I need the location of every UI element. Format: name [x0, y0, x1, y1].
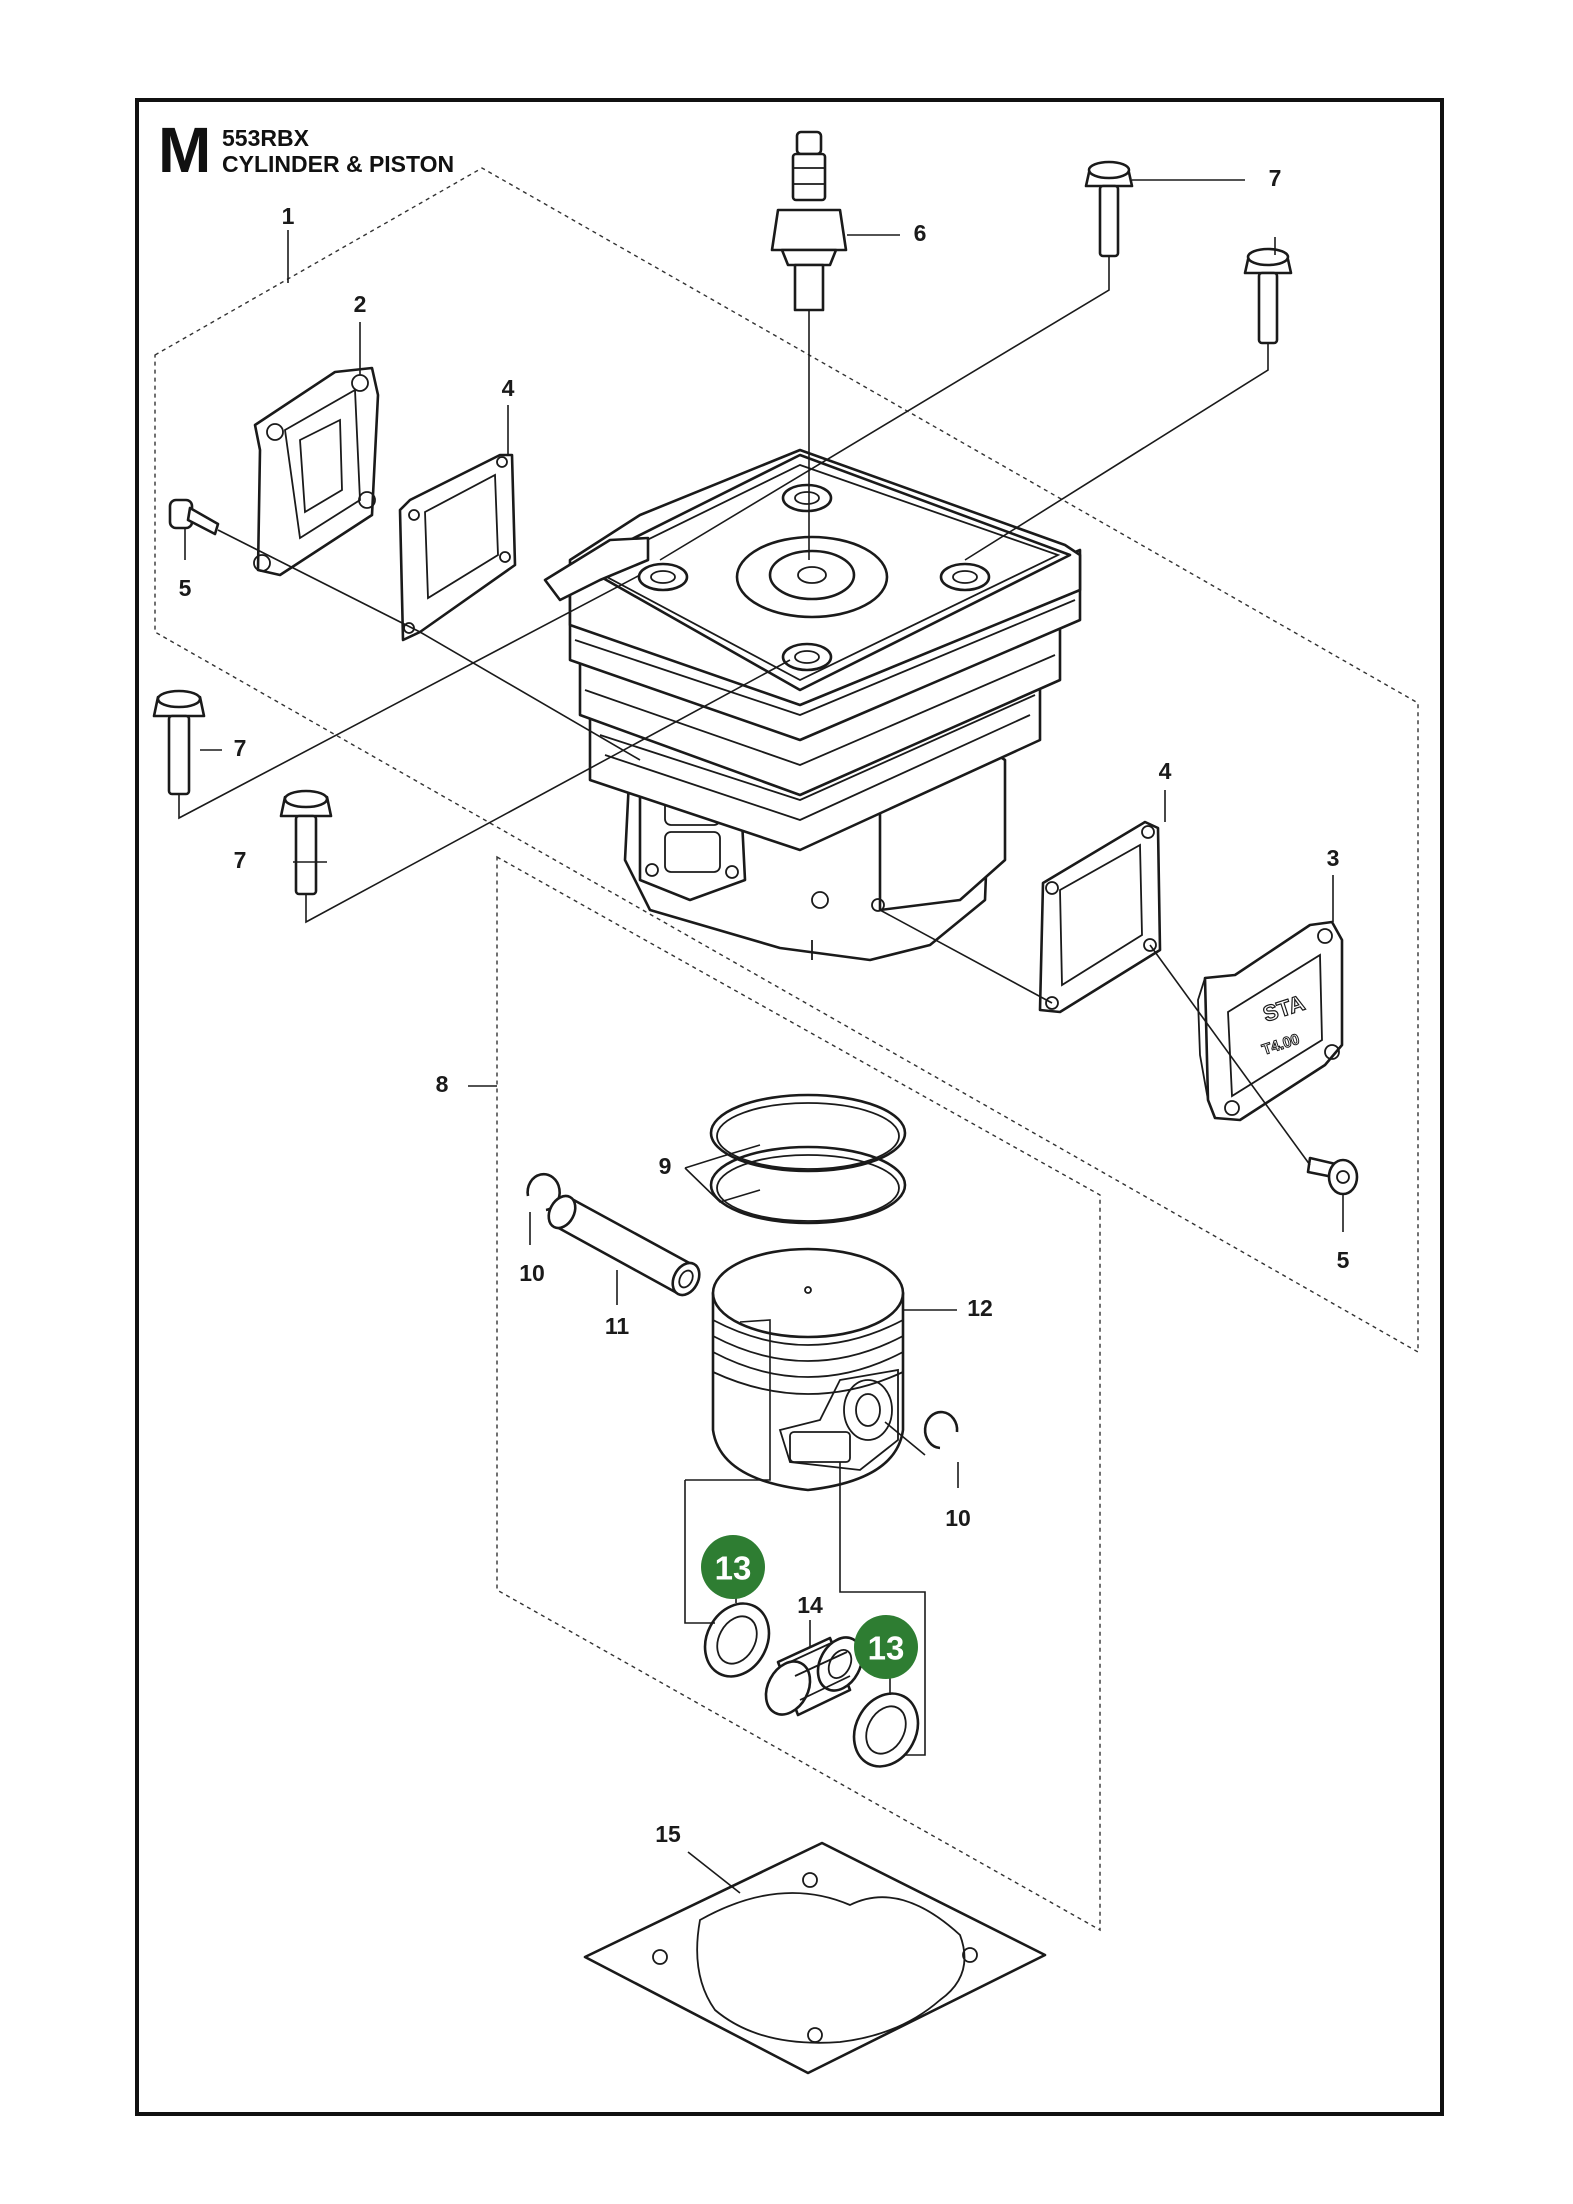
diagram-title: CYLINDER & PISTON [222, 151, 454, 177]
spark-plug-part-6 [770, 130, 848, 560]
callout-4-exhaust[interactable]: 4 [1159, 758, 1172, 784]
page-frame [135, 98, 1444, 2116]
screw-part-5-right [1306, 1156, 1359, 1196]
group-outline-cylinder-kit [154, 167, 1419, 1354]
badge-13-left-circle [701, 1535, 765, 1599]
callout-6[interactable]: 6 [914, 220, 927, 246]
callout-11[interactable]: 11 [605, 1313, 630, 1339]
group-outline-piston-kit [496, 855, 1101, 1932]
callout-14[interactable]: 14 [797, 1592, 823, 1618]
callout-4-intake[interactable]: 4 [502, 375, 515, 401]
piston-rings-part-9 [709, 1093, 907, 1225]
thrust-washer-part-13-left [703, 1602, 771, 1678]
screw-part-5-left [168, 498, 220, 536]
callout-10-left[interactable]: 10 [519, 1260, 545, 1286]
callout-5-left[interactable]: 5 [179, 575, 192, 601]
piston-pin-part-11 [547, 1194, 701, 1297]
callout-8[interactable]: 8 [436, 1071, 449, 1097]
needle-bearing-part-14 [764, 1636, 864, 1717]
callout-5-right[interactable]: 5 [1337, 1247, 1350, 1273]
screw-part-7-left-a [152, 689, 206, 796]
badge-13-right[interactable]: 13 [854, 1615, 918, 1679]
piston-part-12 [711, 1247, 905, 1492]
callout-7-top-right[interactable]: 7 [1269, 165, 1282, 191]
exhaust-cover-part-3: STA T4.00 [1197, 920, 1344, 1122]
callout-10-right[interactable]: 10 [945, 1505, 971, 1531]
cylinder [543, 448, 1082, 962]
callout-7-left-lower[interactable]: 7 [234, 847, 247, 873]
thrust-washer-part-13-right [852, 1692, 920, 1768]
callout-12[interactable]: 12 [967, 1295, 993, 1321]
callout-9[interactable]: 9 [659, 1153, 672, 1179]
callout-15[interactable]: 15 [655, 1821, 681, 1847]
badge-13-right-text: 13 [868, 1630, 905, 1667]
callouts: 1 2 3 4 4 5 5 6 7 7 7 7 8 9 10 10 11 12 … [179, 165, 1350, 1847]
callout-7-left-upper[interactable]: 7 [234, 735, 247, 761]
callout-2[interactable]: 2 [354, 291, 367, 317]
screw-part-7-top-a [1084, 160, 1134, 258]
model-number: 553RBX [222, 125, 310, 151]
header: M 553RBX CYLINDER & PISTON [158, 114, 454, 186]
section-letter: M [158, 114, 211, 186]
badge-13-left-text: 13 [715, 1550, 752, 1587]
callout-1[interactable]: 1 [282, 203, 295, 229]
circlip-part-10-right [923, 1410, 959, 1450]
exhaust-gasket-part-4 [1038, 820, 1162, 1014]
badge-13-right-circle [854, 1615, 918, 1679]
base-gasket-part-15 [583, 1841, 1047, 2075]
badge-13-left[interactable]: 13 [701, 1535, 765, 1599]
leader-lines [178, 179, 1344, 1894]
intake-gasket-part-4 [398, 453, 517, 642]
screw-part-7-left-b [279, 789, 333, 896]
intake-cover-part-2 [253, 366, 380, 577]
callout-3[interactable]: 3 [1327, 845, 1340, 871]
screw-part-7-top-b [1243, 247, 1293, 345]
